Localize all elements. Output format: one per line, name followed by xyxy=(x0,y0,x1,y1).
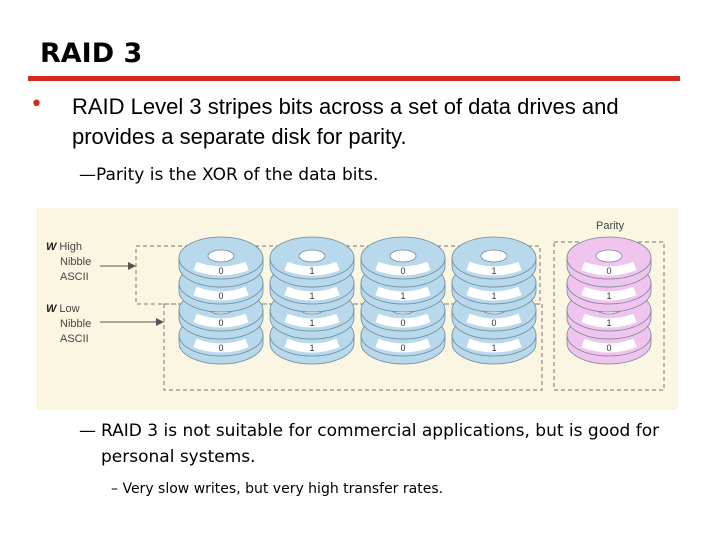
disk-bit-label: 0 xyxy=(606,343,611,353)
w-high-w: W xyxy=(46,241,58,253)
parity-drive: 0 1 1 0 xyxy=(566,236,652,365)
platter-hub xyxy=(480,249,508,263)
platter-label-band xyxy=(466,338,522,353)
disk-bit-label: 0 xyxy=(218,343,223,353)
platter-hub xyxy=(389,249,417,263)
platter-label-band xyxy=(466,261,522,276)
disk-bit-label: 1 xyxy=(309,318,314,328)
platter-label-band xyxy=(375,261,431,276)
platter-label-band xyxy=(375,286,431,301)
platter-label-band xyxy=(284,338,340,353)
sub-bullet-suitability: — RAID 3 is not suitable for commercial … xyxy=(79,418,679,470)
platter-hub xyxy=(298,249,326,263)
sub-sub-bullet-writes-text: Very slow writes, but very high transfer… xyxy=(122,481,444,497)
dash-mark: — xyxy=(79,165,96,185)
disk-bit-label: 1 xyxy=(491,343,496,353)
disk-bit-label: 1 xyxy=(309,266,314,276)
platter-label-band xyxy=(466,313,522,328)
platter-label-band xyxy=(581,261,637,276)
platter-label-band xyxy=(284,313,340,328)
disk-stacks: 0 0 0 0 1 1 1 1 0 0 1 0 1 0 1 1 0 1 1 0 xyxy=(178,236,652,365)
high-arrowhead xyxy=(128,262,136,270)
w-low-nibble: Nibble xyxy=(60,318,91,330)
w-low-w: W xyxy=(46,303,58,315)
disk-bit-label: 0 xyxy=(218,291,223,301)
disk-bit-label: 0 xyxy=(400,343,405,353)
disk-bit-label: 0 xyxy=(218,318,223,328)
w-high-label: High xyxy=(59,241,82,253)
platter-label-band xyxy=(284,286,340,301)
disk-platter: 0 xyxy=(178,236,264,288)
w-low-label: Low xyxy=(59,303,79,315)
sub-bullet-parity: —Parity is the XOR of the data bits. xyxy=(79,162,378,188)
disk-bit-label: 1 xyxy=(606,291,611,301)
platter-label-band xyxy=(581,338,637,353)
dash-mark: — xyxy=(79,421,96,441)
disk-bit-label: 1 xyxy=(491,291,496,301)
main-bullet: RAID Level 3 stripes bits across a set o… xyxy=(72,94,619,149)
parity-label: Parity xyxy=(596,220,625,232)
w-low-ascii: ASCII xyxy=(60,333,89,345)
w-high-ascii: ASCII xyxy=(60,271,89,283)
platter-label-band xyxy=(193,261,249,276)
disk-bit-label: 1 xyxy=(400,291,405,301)
disk-bit-label: 1 xyxy=(491,266,496,276)
sub3-mark: – xyxy=(111,481,118,497)
w-high-nibble: Nibble xyxy=(60,256,91,268)
platter-label-band xyxy=(284,261,340,276)
disk-platter: 0 xyxy=(566,236,652,288)
platter-label-band xyxy=(193,338,249,353)
parity-box xyxy=(553,241,665,391)
sub-bullet-suitability-text: RAID 3 is not suitable for commercial ap… xyxy=(101,421,660,467)
sub-bullet-parity-text: Parity is the XOR of the data bits. xyxy=(96,165,379,185)
data-drive-1: 0 0 0 0 xyxy=(178,236,264,365)
platter-label-band xyxy=(375,313,431,328)
page-title: RAID 3 xyxy=(40,38,143,69)
low-nibble-box xyxy=(163,303,543,391)
disk-bit-label: 1 xyxy=(606,318,611,328)
disk-bit-label: 0 xyxy=(218,266,223,276)
data-drive-2: 1 1 1 1 xyxy=(269,236,355,365)
disk-bit-label: 0 xyxy=(491,318,496,328)
disk-platter: 0 xyxy=(360,236,446,288)
disk-bit-label: 1 xyxy=(309,291,314,301)
platter-hub xyxy=(595,249,623,263)
platter-label-band xyxy=(581,286,637,301)
sub-sub-bullet-writes: – Very slow writes, but very high transf… xyxy=(111,481,443,497)
low-arrowhead xyxy=(156,318,164,326)
platter-label-band xyxy=(193,286,249,301)
platter-label-band xyxy=(193,313,249,328)
data-drive-4: 1 0 1 1 xyxy=(451,236,537,365)
data-drive-3: 0 0 1 0 xyxy=(360,236,446,365)
bullet-marker: • xyxy=(30,92,43,117)
disk-platter: 1 xyxy=(451,236,537,288)
title-underline xyxy=(28,76,680,81)
disk-bit-label: 1 xyxy=(309,343,314,353)
disk-platter: 1 xyxy=(269,236,355,288)
disk-bit-label: 0 xyxy=(606,266,611,276)
platter-label-band xyxy=(466,286,522,301)
platter-label-band xyxy=(375,338,431,353)
platter-hub xyxy=(207,249,235,263)
disk-bit-label: 0 xyxy=(400,318,405,328)
disk-bit-label: 0 xyxy=(400,266,405,276)
platter-label-band xyxy=(581,313,637,328)
